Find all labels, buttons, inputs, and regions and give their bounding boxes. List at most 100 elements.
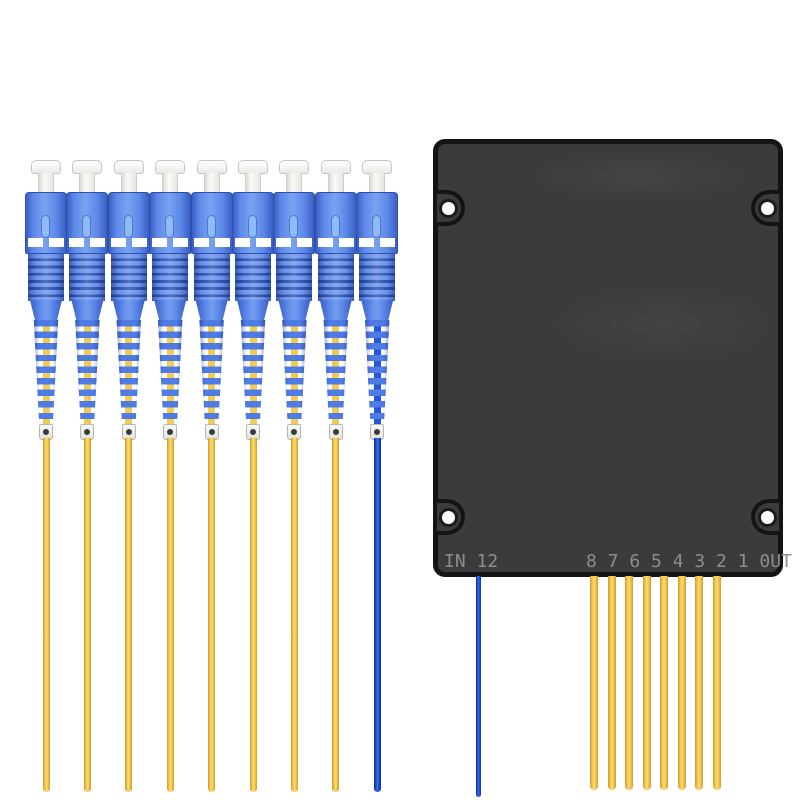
- screw-tab-top-left: [437, 190, 465, 226]
- crimp-ring-mark: [208, 429, 215, 435]
- grip-ribs: [317, 254, 354, 301]
- connector-housing: [25, 192, 67, 254]
- white-stripe: [150, 238, 191, 247]
- sc-connector-2: [66, 160, 109, 792]
- housing-slot: [82, 215, 92, 238]
- screw-tab-bottom-left: [437, 499, 465, 535]
- screw-hole: [442, 511, 455, 524]
- fiber-cable: [249, 438, 257, 792]
- white-stripe: [315, 238, 356, 247]
- housing-slot: [372, 215, 382, 238]
- output-fiber: [642, 576, 651, 790]
- sc-connector-8: [314, 160, 357, 792]
- fiber-cable: [125, 438, 133, 792]
- strain-relief-boot: [282, 320, 307, 425]
- boot-ribs: [240, 320, 266, 425]
- strain-relief-boot: [75, 320, 100, 425]
- screw-hole: [442, 202, 455, 215]
- strain-relief-boot: [116, 320, 142, 425]
- crimp-ring-mark: [167, 429, 174, 435]
- box-reflection: [548, 284, 778, 364]
- crimp-ring-mark: [250, 429, 256, 435]
- strain-relief-boot: [157, 320, 183, 425]
- dust-cap: [31, 160, 61, 174]
- connector-housing: [356, 192, 399, 254]
- output-fiber: [625, 576, 633, 790]
- crimp-ring-mark: [125, 429, 132, 435]
- fiber-cable: [42, 438, 50, 792]
- white-stripe: [108, 238, 149, 247]
- output-fiber: [695, 576, 703, 790]
- dust-cap-stem: [162, 173, 179, 193]
- dust-cap: [279, 160, 310, 174]
- crimp-ring-mark: [374, 429, 381, 435]
- sc-connector-4: [149, 160, 192, 792]
- screw-hole: [761, 202, 774, 215]
- grip-ribs: [193, 254, 230, 301]
- grip-ribs: [152, 254, 189, 301]
- boot-ribs: [199, 320, 224, 425]
- box-label-in: IN 12: [444, 551, 499, 572]
- crimp-ring-mark: [291, 429, 298, 435]
- boot-cone: [278, 300, 311, 321]
- output-fiber: [712, 576, 721, 790]
- output-fiber: [677, 576, 686, 790]
- connector-housing: [190, 192, 233, 254]
- strain-relief-boot: [240, 320, 266, 425]
- strain-relief-boot: [364, 320, 390, 425]
- fiber-cable: [373, 438, 381, 792]
- strain-relief-boot: [33, 320, 59, 425]
- grip-ribs: [276, 254, 313, 301]
- crimp-ring-mark: [84, 429, 91, 435]
- grip-ribs: [110, 254, 147, 301]
- boot-cone: [237, 300, 269, 321]
- sc-connector-1: [25, 160, 67, 792]
- sc-connector-7: [273, 160, 316, 792]
- dust-cap-stem: [38, 173, 54, 193]
- housing-slot: [123, 215, 133, 238]
- dust-cap-stem: [369, 173, 386, 193]
- box-label-out: 8 7 6 5 4 3 2 1 0UT: [586, 551, 792, 572]
- box-reflection: [528, 149, 748, 204]
- boot-cone: [361, 300, 394, 321]
- fiber-cable: [290, 438, 298, 792]
- strain-relief-boot: [199, 320, 224, 425]
- fiber-cable: [332, 438, 340, 792]
- grip-ribs: [359, 254, 396, 301]
- grip-ribs: [28, 254, 64, 301]
- boot-cone: [319, 300, 352, 321]
- dust-cap: [72, 160, 103, 174]
- output-fiber: [607, 576, 616, 790]
- white-stripe: [67, 238, 108, 247]
- dust-cap-stem: [327, 173, 344, 193]
- output-fiber: [660, 576, 668, 790]
- boot-cone: [154, 300, 187, 321]
- input-fiber: [476, 576, 481, 797]
- connector-housing: [149, 192, 192, 254]
- connector-housing: [314, 192, 357, 254]
- screw-tab-top-right: [751, 190, 779, 226]
- boot-ribs: [157, 320, 183, 425]
- fiber-cable: [208, 438, 216, 792]
- dust-cap: [362, 160, 393, 174]
- white-stripe: [233, 238, 273, 247]
- white-stripe: [26, 238, 66, 247]
- strain-relief-boot: [323, 320, 349, 425]
- boot-cone: [71, 300, 104, 321]
- dust-cap: [113, 160, 144, 174]
- housing-slot: [289, 215, 299, 238]
- dust-cap: [238, 160, 268, 174]
- crimp-ring-mark: [332, 429, 339, 435]
- dust-cap-stem: [79, 173, 96, 193]
- sc-connector-9: [356, 160, 399, 792]
- housing-slot: [165, 215, 175, 238]
- dust-cap-stem: [203, 173, 220, 193]
- sc-connector-3: [107, 160, 150, 792]
- boot-ribs: [75, 320, 100, 425]
- connector-housing: [66, 192, 109, 254]
- boot-cone: [30, 300, 62, 321]
- dust-cap: [155, 160, 186, 174]
- output-fiber: [590, 576, 598, 790]
- connector-housing: [107, 192, 150, 254]
